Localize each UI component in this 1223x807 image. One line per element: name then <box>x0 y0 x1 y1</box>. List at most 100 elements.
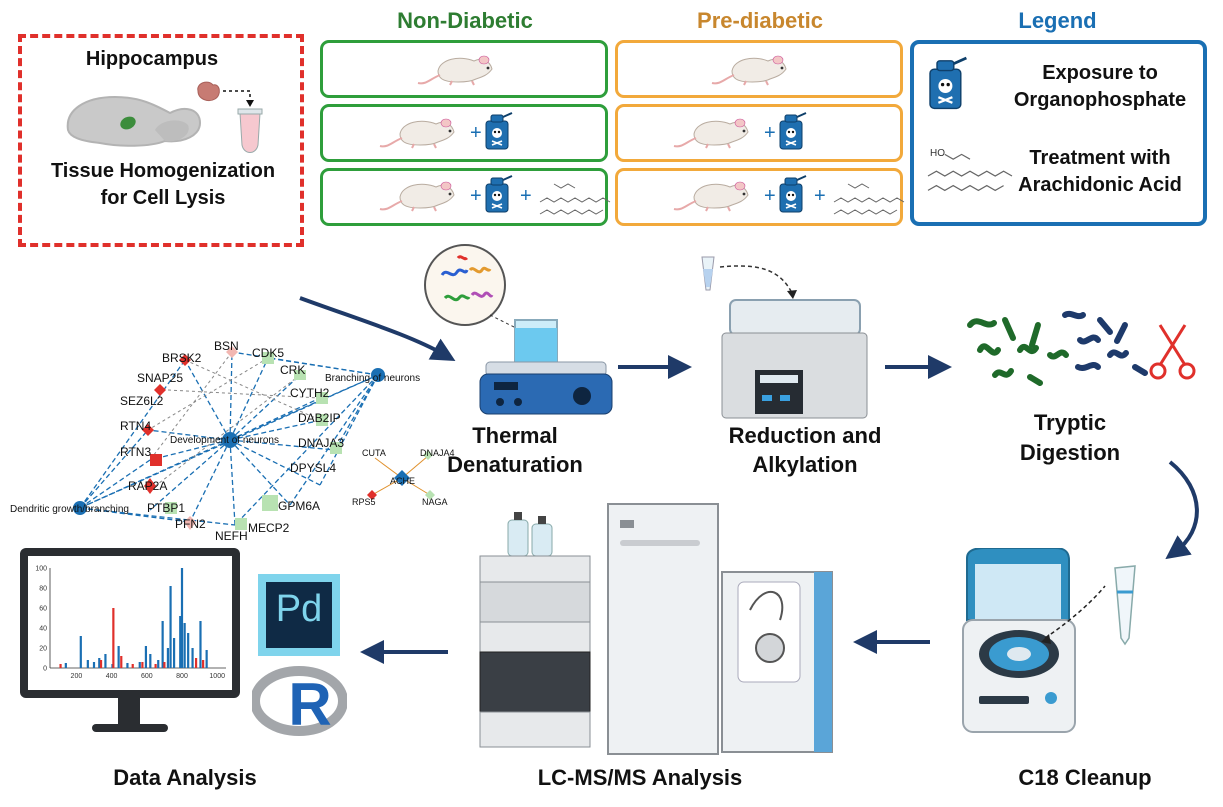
spectrum-bar <box>79 636 82 668</box>
gene-label: BRSK2 <box>162 351 202 365</box>
pd-text: Pd <box>275 588 323 630</box>
spectrum-bar <box>120 656 123 668</box>
arrow-to-thermal <box>299 296 456 361</box>
svg-text:+: + <box>764 185 776 207</box>
spectrum-bar <box>138 662 141 668</box>
legend-aa-line1: Treatment with <box>1029 147 1171 169</box>
spectrum-bar <box>161 621 164 668</box>
svg-text:+: + <box>470 122 482 144</box>
reduction-illustration <box>701 256 868 419</box>
hub-node <box>73 501 87 515</box>
spectrum-bar <box>194 658 198 668</box>
non-diabetic-title: Non-Diabetic <box>397 8 533 33</box>
non-diabetic-op-aa-box <box>320 168 608 226</box>
x-tick-label: 600 <box>141 673 153 680</box>
gene-label: SNAP25 <box>137 371 183 385</box>
gene-label: DNAJA3 <box>298 436 344 450</box>
tryptic-label-1: Tryptic <box>1033 410 1107 435</box>
hub-node <box>371 368 385 382</box>
spectrum-bar <box>144 646 148 668</box>
gene-label: RTN3 <box>120 445 151 459</box>
spectrum-bar <box>180 568 184 668</box>
gene-label: CRK <box>280 363 305 377</box>
monitor-base <box>92 724 168 732</box>
spectrum-bar <box>187 633 190 668</box>
spectrum-bar <box>205 650 208 668</box>
conditions-illustrations: + + + + + + <box>379 55 1013 215</box>
gene-label: DPYSL4 <box>290 461 336 475</box>
centrifuge-illustration <box>962 548 1136 733</box>
mini-gene-label: RPS5 <box>352 497 376 507</box>
gene-label: PFN2 <box>175 517 206 531</box>
gene-label: MECP2 <box>248 521 290 535</box>
y-tick-label: 80 <box>39 586 47 593</box>
ho-label: HO <box>930 148 945 159</box>
spectrum-bar <box>172 638 176 668</box>
svg-text:+: + <box>470 185 482 207</box>
r-logo <box>252 666 347 736</box>
tryptic-illustration <box>967 310 1196 386</box>
spectrum-bar <box>141 662 144 668</box>
svg-text:+: + <box>814 185 826 207</box>
spectrum-bar <box>166 648 170 668</box>
pre-diabetic-op-box <box>615 104 903 162</box>
lcms-label: LC-MS/MS Analysis <box>537 765 743 790</box>
spectrum-bar <box>117 646 120 668</box>
protein-network: BRSK2 BSN CDK5 SNAP25 CRK CYTH2 SEZ6L2 D… <box>10 339 455 543</box>
hub-label: Dendritic growth/branching <box>10 504 129 515</box>
spectrum-bar <box>149 654 152 668</box>
spectrum-bar <box>154 664 157 668</box>
spectrum-bar <box>183 623 186 668</box>
thermal-illustration <box>424 244 613 415</box>
pre-diabetic-title: Pre-diabetic <box>697 8 823 33</box>
legend-op-line2: Organophosphate <box>1013 89 1187 111</box>
y-tick-label: 40 <box>39 626 47 633</box>
x-tick-label: 200 <box>71 673 83 680</box>
homogenization-line2: for Cell Lysis <box>100 187 226 209</box>
brain-illustration <box>66 81 263 153</box>
gene-label: CYTH2 <box>290 386 330 400</box>
pre-diabetic-control-box <box>615 40 903 98</box>
y-tick-label: 20 <box>39 646 47 653</box>
hippocampus-panel <box>18 34 304 247</box>
spectrum-bar <box>98 658 101 668</box>
spectrum-bar <box>59 664 62 668</box>
svg-text:+: + <box>520 185 532 207</box>
c18-label: C18 Cleanup <box>1018 765 1152 790</box>
spectrum-bar <box>99 660 103 668</box>
svg-text:+: + <box>764 122 776 144</box>
legend-op-line1: Exposure to <box>1042 62 1158 84</box>
spectrum-bar <box>191 648 194 668</box>
mini-gene-label: NAGA <box>422 497 448 507</box>
spectrum-bar <box>104 654 107 668</box>
spectrum-bar <box>126 663 129 668</box>
hub-label: Development of neurons <box>170 435 279 446</box>
spectrum-bar <box>202 660 205 668</box>
gene-label: RTN4 <box>120 419 151 433</box>
tryptic-label-2: Digestion <box>1019 440 1121 465</box>
gene-label: NEFH <box>215 529 248 543</box>
spectrum-bar <box>179 616 182 668</box>
y-tick-label: 100 <box>35 566 47 573</box>
spectrum-bar <box>157 660 160 668</box>
gene-label: DAB2IP <box>298 411 341 425</box>
gene-label: SEZ6L2 <box>120 394 164 408</box>
gene-label: GPM6A <box>278 499 320 513</box>
spectrum-bar <box>169 586 172 668</box>
spectrum-bar <box>86 660 89 668</box>
gene-label: BSN <box>214 339 239 353</box>
hippocampus-title: Hippocampus <box>85 48 219 70</box>
mini-gene-label: ACHE <box>390 476 415 486</box>
spectrum-bar <box>131 664 134 668</box>
reduction-label-1: Reduction and <box>728 423 882 448</box>
gene-label: RAP2A <box>128 479 167 493</box>
proteome-discoverer-inner <box>266 582 332 648</box>
hub-label: Branching of neurons <box>325 373 420 384</box>
r-text: R <box>288 671 332 738</box>
gene-label: PTBP1 <box>147 501 185 515</box>
thermal-label-1: Thermal <box>472 423 558 448</box>
non-diabetic-control-box <box>320 40 608 98</box>
x-tick-label: 800 <box>176 673 188 680</box>
